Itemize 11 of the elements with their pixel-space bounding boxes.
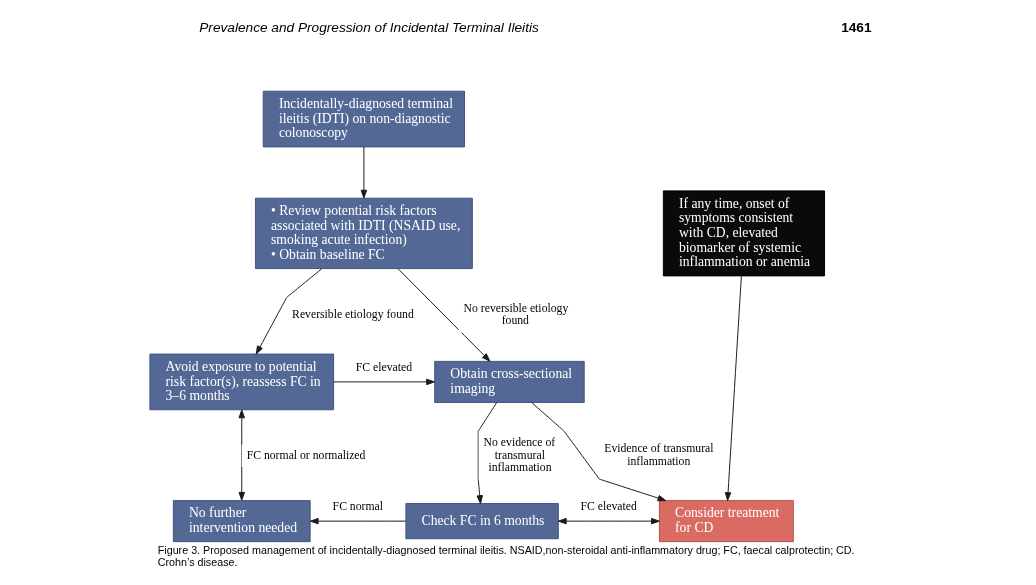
edge-label: No evidence of transmural inflammation [483, 435, 555, 475]
edge-label: Evidence of transmural inflammation [603, 441, 714, 468]
edge-label: FC normal or normalized [246, 448, 365, 462]
edge-label: FC elevated [580, 500, 637, 514]
edge-label: No reversible etiology found [463, 301, 568, 328]
edge-label: FC elevated [355, 361, 412, 375]
caption: Figure 3. Proposed management of incidentally-diagnosed terminal ileitis. NSAID,non-steroidal anti-inflammatory drug; FC, faecal calprotectin; CD. Crohn’s disease. [157, 544, 855, 568]
edge-label: Reversible etiology found [291, 308, 414, 322]
label: Prevalence and Progression of Incidental Terminal Ileitis [198, 20, 539, 36]
label: 1461 [840, 20, 872, 36]
edge-label: FC normal [332, 500, 383, 514]
